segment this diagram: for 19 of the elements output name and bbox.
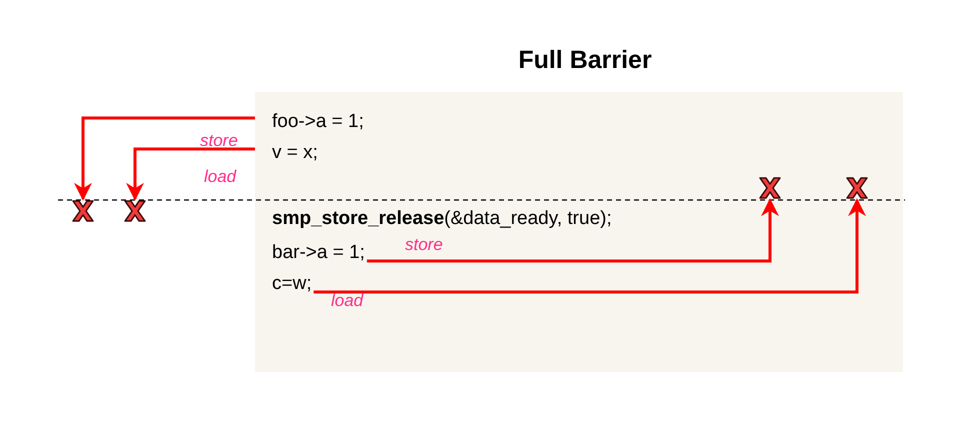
arrow [126, 148, 255, 201]
cross-mark-icon [71, 199, 95, 223]
arrow [74, 116, 255, 201]
code-panel [255, 92, 903, 372]
edge-label: store [405, 235, 443, 255]
diagram-title: Full Barrier [517, 45, 653, 76]
code-line: bar->a = 1; [255, 241, 365, 265]
code-line: smp_store_release(&data_ready, true); [272, 207, 612, 231]
edge-label: load [204, 167, 236, 187]
cross-mark-icon [758, 176, 782, 200]
code-line: c=w; [255, 272, 312, 296]
edge-label: store [200, 131, 238, 151]
cross-mark-icon [123, 199, 147, 223]
edge-label: load [331, 291, 364, 311]
code-line: v = x; [255, 141, 318, 165]
cross-mark-icon [845, 176, 869, 200]
arrow [314, 198, 866, 294]
arrow [366, 198, 779, 262]
code-line: foo->a = 1; [255, 110, 364, 134]
